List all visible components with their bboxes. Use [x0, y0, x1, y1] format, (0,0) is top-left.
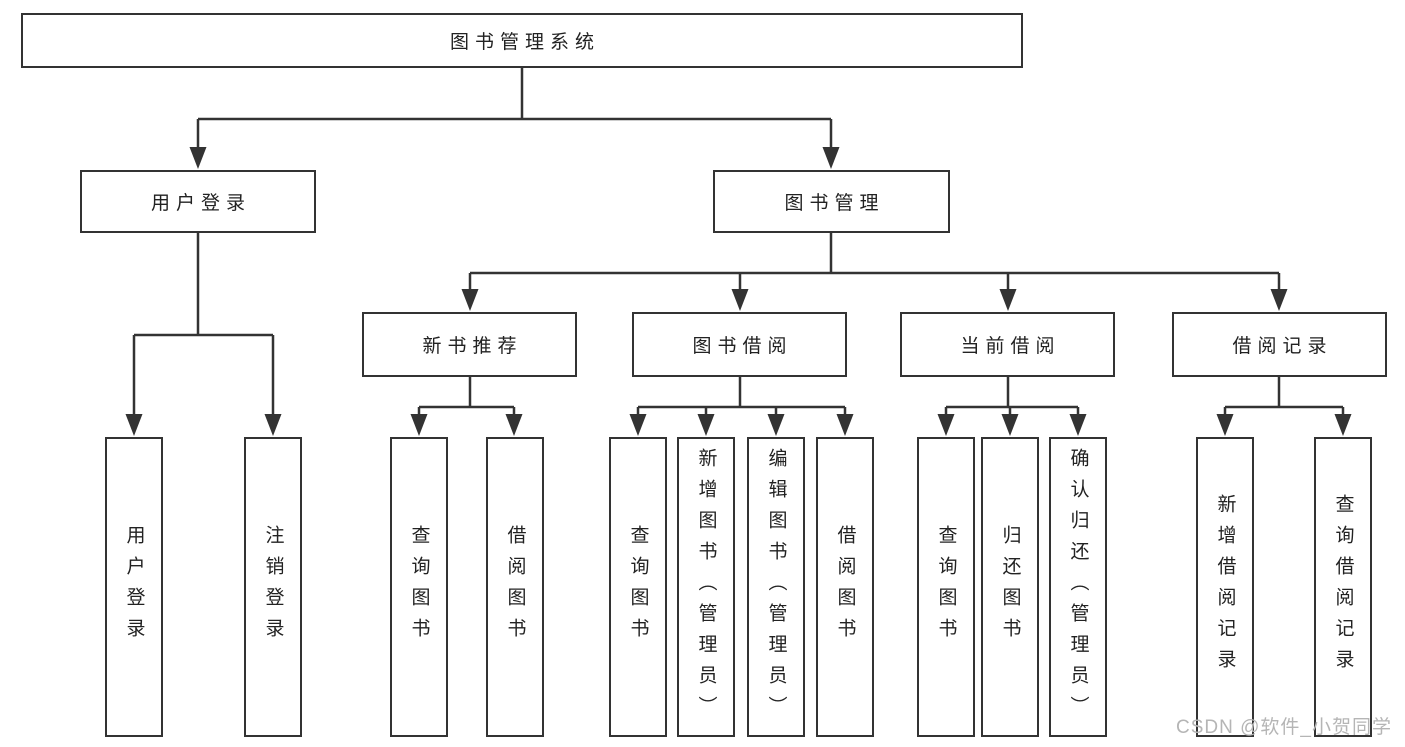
node-borrowing-records-label: 借阅记录	[1232, 336, 1333, 357]
leaf-query-books-recommend: 查询图书	[390, 437, 448, 737]
leaf-borrow-books-recommend: 借阅图书	[486, 437, 544, 737]
node-user-login-module-label: 用户登录	[150, 193, 251, 214]
leaf-query-books-recommend-label: 查询图书	[408, 525, 430, 649]
leaf-confirm-return-admin: 确认归还（管理员）	[1049, 437, 1107, 737]
node-book-management-module-label: 图书管理	[784, 193, 885, 214]
leaf-query-books-current-label: 查询图书	[935, 525, 957, 649]
leaf-logout: 注销登录	[244, 437, 302, 737]
leaf-edit-book-admin-label: 编辑图书（管理员）	[765, 447, 787, 727]
node-user-login-module: 用户登录	[80, 170, 316, 233]
leaf-confirm-return-admin-label: 确认归还（管理员）	[1067, 447, 1089, 727]
leaf-query-borrow-record-label: 查询借阅记录	[1332, 494, 1354, 680]
leaf-logout-label: 注销登录	[262, 525, 284, 649]
leaf-add-book-admin: 新增图书（管理员）	[677, 437, 735, 737]
leaf-return-books-label: 归还图书	[999, 525, 1021, 649]
leaf-query-books-borrowing-label: 查询图书	[627, 525, 649, 649]
leaf-query-borrow-record: 查询借阅记录	[1314, 437, 1372, 737]
node-current-borrowing-label: 当前借阅	[960, 336, 1061, 357]
node-book-borrowing-label: 图书借阅	[692, 336, 793, 357]
leaf-edit-book-admin: 编辑图书（管理员）	[747, 437, 805, 737]
leaf-return-books: 归还图书	[981, 437, 1039, 737]
node-new-book-recommendation-label: 新书推荐	[422, 336, 523, 357]
leaf-query-books-borrowing: 查询图书	[609, 437, 667, 737]
leaf-query-books-current: 查询图书	[917, 437, 975, 737]
leaf-add-borrow-record-label: 新增借阅记录	[1214, 494, 1236, 680]
node-borrowing-records: 借阅记录	[1172, 312, 1387, 377]
arrowheads	[125, 147, 1352, 436]
leaf-borrow-books: 借阅图书	[816, 437, 874, 737]
leaf-add-book-admin-label: 新增图书（管理员）	[695, 447, 717, 727]
node-new-book-recommendation: 新书推荐	[362, 312, 577, 377]
node-library-system-label: 图书管理系统	[449, 32, 600, 53]
leaf-borrow-books-recommend-label: 借阅图书	[504, 525, 526, 649]
node-library-system: 图书管理系统	[21, 13, 1023, 68]
node-book-management-module: 图书管理	[713, 170, 950, 233]
leaf-add-borrow-record: 新增借阅记录	[1196, 437, 1254, 737]
csdn-watermark: CSDN @软件_小贺同学	[1176, 717, 1392, 738]
leaf-user-login: 用户登录	[105, 437, 163, 737]
node-book-borrowing: 图书借阅	[632, 312, 847, 377]
leaf-borrow-books-label: 借阅图书	[834, 525, 856, 649]
node-current-borrowing: 当前借阅	[900, 312, 1115, 377]
leaf-user-login-label: 用户登录	[123, 525, 145, 649]
